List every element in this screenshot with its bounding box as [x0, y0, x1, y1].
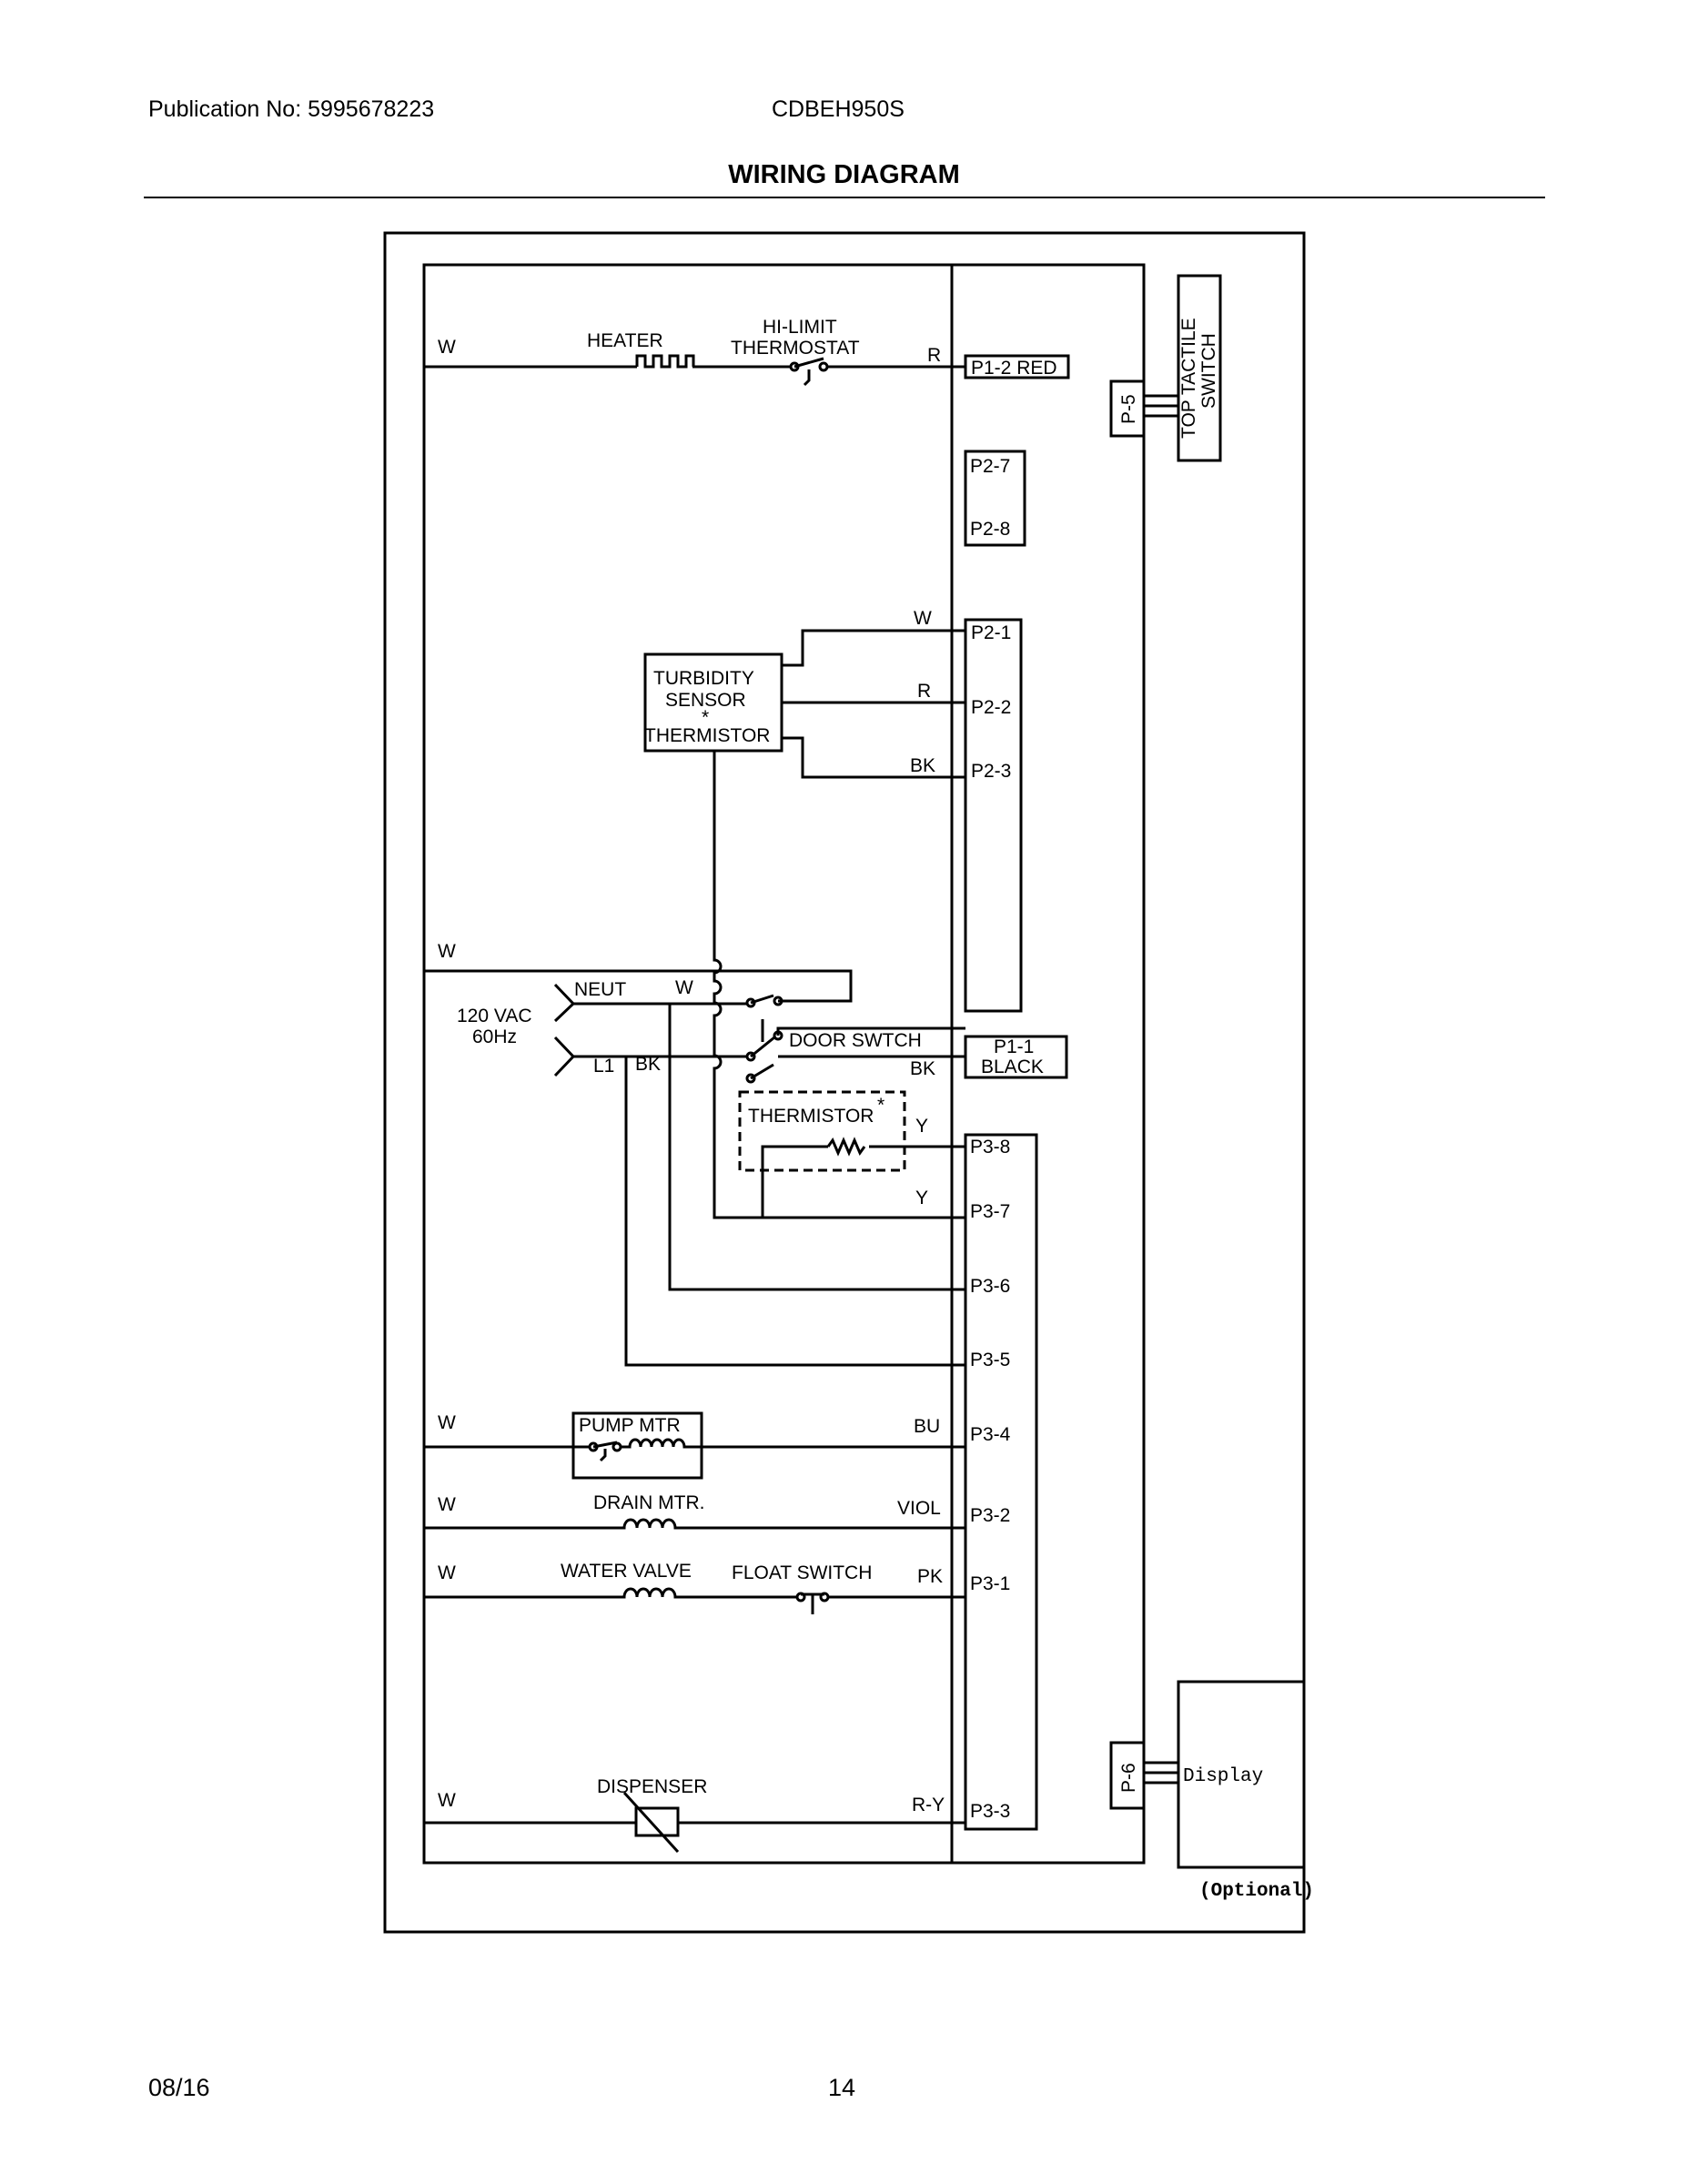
label-neut: NEUT [574, 979, 626, 1000]
harness-frame [422, 263, 1146, 1865]
label-thermistor: THERMISTOR [748, 1106, 874, 1127]
label-dispenser: DISPENSER [597, 1776, 707, 1797]
connector-p3-main [964, 1133, 1038, 1831]
connector-label-p3-7: P3-7 [970, 1201, 1010, 1222]
display-box [1177, 1680, 1306, 1869]
connector-p2-main [964, 618, 1023, 1013]
label-y-p38: Y [915, 1116, 928, 1137]
connector-label-p1-1a: P1-1 [994, 1036, 1034, 1057]
connector-p5 [1109, 379, 1146, 438]
connector-label-p3-5: P3-5 [970, 1350, 1010, 1370]
connector-label-p2-3: P2-3 [971, 761, 1011, 782]
label-top-tactile: TOP TACTILE [1178, 318, 1199, 439]
label-w-door: W [675, 977, 693, 998]
label-display: Display [1183, 1766, 1263, 1787]
label-w-drain: W [438, 1494, 456, 1515]
connector-p6 [1109, 1741, 1146, 1810]
connector-label-p1-1b: BLACK [981, 1057, 1044, 1077]
label-turbidity: TURBIDITY [653, 668, 754, 689]
connector-label-p2-7: P2-7 [970, 456, 1010, 477]
label-p5: P-5 [1118, 394, 1139, 424]
connector-p2-7-8 [964, 450, 1026, 547]
label-door-switch: DOOR SWTCH [789, 1030, 922, 1051]
label-r-p22: R [917, 681, 931, 702]
label-viol: VIOL [897, 1498, 941, 1519]
label-w-dispenser: W [438, 1790, 456, 1811]
page-title: WIRING DIAGRAM [728, 160, 960, 189]
neutral-wire [424, 969, 853, 1003]
label-optional: (Optional) [1199, 1881, 1314, 1902]
label-sensor: SENSOR [665, 690, 746, 711]
top-tactile-switch [1177, 274, 1222, 462]
connector-label-p3-1: P3-1 [970, 1573, 1010, 1594]
label-l1: L1 [593, 1056, 614, 1077]
label-w-p21: W [914, 608, 932, 629]
label-bk-l1: BK [635, 1054, 661, 1075]
label-thermostat: THERMOSTAT [731, 338, 860, 359]
connector-label-p3-8: P3-8 [970, 1137, 1010, 1158]
thermistor-box [738, 1090, 906, 1172]
label-r-heater: R [927, 345, 941, 366]
label-w-heater: W [438, 337, 456, 358]
label-bk-p11: BK [910, 1058, 935, 1079]
outer-frame [383, 231, 1306, 1934]
label-turb-star: * [702, 707, 709, 728]
label-120vac: 120 VAC [457, 1006, 532, 1026]
label-w-valve: W [438, 1562, 456, 1583]
connector-label-p3-6: P3-6 [970, 1276, 1010, 1297]
label-hilimit: HI-LIMIT [763, 317, 837, 338]
label-water-valve: WATER VALVE [561, 1561, 692, 1582]
label-pump-mtr: PUMP MTR [579, 1415, 681, 1436]
label-bk-p23: BK [910, 755, 935, 776]
label-bu: BU [914, 1416, 940, 1437]
connector-label-p3-3: P3-3 [970, 1801, 1010, 1822]
label-drain-mtr: DRAIN MTR. [593, 1492, 705, 1513]
header-rule [144, 197, 1545, 198]
connector-label-p2-8: P2-8 [970, 519, 1010, 540]
label-thermistor-turb: THERMISTOR [644, 725, 770, 746]
label-60hz: 60Hz [472, 1026, 517, 1047]
label-y-p37: Y [915, 1188, 928, 1208]
connector-label-p2-2: P2-2 [971, 697, 1011, 718]
connector-label-p1-2: P1-2 RED [971, 358, 1057, 379]
page-number: 14 [828, 2074, 856, 2101]
model-number: CDBEH950S [772, 96, 905, 122]
connector-label-p3-2: P3-2 [970, 1505, 1010, 1526]
label-ry: R-Y [912, 1795, 945, 1815]
connector-label-p2-1: P2-1 [971, 622, 1011, 643]
connector-label-p3-4: P3-4 [970, 1424, 1011, 1445]
label-w-neutral: W [438, 941, 456, 962]
publication-number: Publication No: 5995678223 [148, 96, 435, 122]
footer-date: 08/16 [148, 2074, 210, 2101]
label-pk: PK [917, 1566, 943, 1587]
label-top-switch: SWITCH [1198, 333, 1219, 409]
heater-element [635, 354, 695, 369]
label-thermistor-star: * [877, 1095, 884, 1116]
label-heater: HEATER [587, 330, 663, 351]
label-float-switch: FLOAT SWITCH [732, 1562, 872, 1583]
label-p6: P-6 [1118, 1763, 1139, 1793]
label-w-pump: W [438, 1412, 456, 1433]
